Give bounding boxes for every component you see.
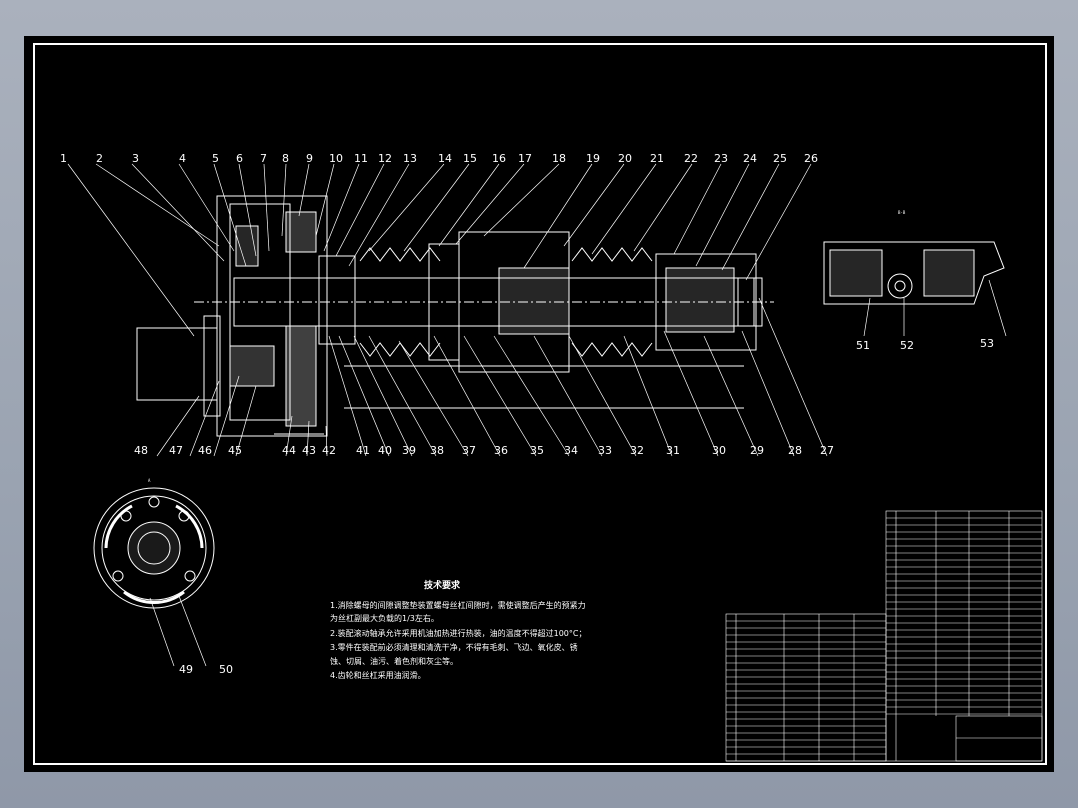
svg-text:6: 6 (236, 152, 243, 165)
svg-text:25: 25 (773, 152, 787, 165)
svg-text:21: 21 (650, 152, 664, 165)
svg-text:31: 31 (666, 444, 680, 457)
svg-text:52: 52 (900, 339, 914, 352)
svg-text:33: 33 (598, 444, 612, 457)
svg-text:37: 37 (462, 444, 476, 457)
flange-view: A (93, 478, 215, 667)
svg-text:35: 35 (530, 444, 544, 457)
svg-text:17: 17 (518, 152, 532, 165)
svg-text:8: 8 (282, 152, 289, 165)
svg-text:53: 53 (980, 337, 994, 350)
svg-text:3: 3 (132, 152, 139, 165)
section-labels: 51 52 53 (856, 337, 994, 352)
svg-text:44: 44 (282, 444, 296, 457)
svg-text:29: 29 (750, 444, 764, 457)
svg-text:12: 12 (378, 152, 392, 165)
svg-text:32: 32 (630, 444, 644, 457)
svg-text:4.齿轮和丝杠采用油润滑。: 4.齿轮和丝杠采用油润滑。 (330, 670, 426, 680)
svg-text:28: 28 (788, 444, 802, 457)
svg-text:18: 18 (552, 152, 566, 165)
svg-text:2.装配滚动轴承允许采用机油加热进行热装，油的温度不得超过1: 2.装配滚动轴承允许采用机油加热进行热装，油的温度不得超过100°C； (330, 628, 587, 638)
svg-text:A: A (148, 478, 151, 483)
svg-text:为丝杠副最大负载的1/3左右。: 为丝杠副最大负载的1/3左右。 (330, 613, 439, 623)
svg-text:11: 11 (354, 152, 368, 165)
svg-text:19: 19 (586, 152, 600, 165)
svg-text:47: 47 (169, 444, 183, 457)
svg-text:26: 26 (804, 152, 818, 165)
svg-text:30: 30 (712, 444, 726, 457)
svg-text:10: 10 (329, 152, 343, 165)
motor-body (136, 327, 218, 401)
svg-text:46: 46 (198, 444, 212, 457)
svg-text:3.零件在装配前必须清理和清洗干净，不得有毛刺、飞边、氧化皮: 3.零件在装配前必须清理和清洗干净，不得有毛刺、飞边、氧化皮、锈 (330, 642, 578, 652)
svg-text:9: 9 (306, 152, 313, 165)
svg-text:34: 34 (564, 444, 578, 457)
svg-text:1.消除螺母的间隙调整垫装置螺母丝杠间隙时，需使调整后产生的: 1.消除螺母的间隙调整垫装置螺母丝杠间隙时，需使调整后产生的预紧力 (330, 600, 586, 610)
drawing-border (33, 43, 1047, 765)
technical-requirements: 技术要求 1.消除螺母的间隙调整垫装置螺母丝杠间隙时，需使调整后产生的预紧力 为… (330, 579, 587, 680)
svg-text:24: 24 (743, 152, 757, 165)
svg-text:50: 50 (219, 663, 233, 676)
svg-text:5: 5 (212, 152, 219, 165)
section-view-bb: B-B (823, 210, 1007, 337)
svg-text:4: 4 (179, 152, 186, 165)
cad-drawing: 1 2 3 4 5 6 7 8 9 10 11 12 13 14 15 16 1… (33, 43, 1047, 765)
svg-text:技术要求: 技术要求 (424, 579, 461, 591)
svg-text:39: 39 (402, 444, 416, 457)
svg-text:40: 40 (378, 444, 392, 457)
flange-labels: 49 50 (179, 663, 233, 676)
svg-text:41: 41 (356, 444, 370, 457)
leaders-top (67, 163, 812, 337)
svg-text:51: 51 (856, 339, 870, 352)
part-labels-bottom: 48 47 46 45 44 43 42 41 40 39 38 37 36 3… (134, 444, 834, 457)
svg-text:B-B: B-B (898, 210, 906, 215)
svg-text:22: 22 (684, 152, 698, 165)
parts-list-table (725, 510, 1043, 762)
svg-text:15: 15 (463, 152, 477, 165)
svg-text:27: 27 (820, 444, 834, 457)
svg-text:45: 45 (228, 444, 242, 457)
svg-text:49: 49 (179, 663, 193, 676)
svg-text:43: 43 (302, 444, 316, 457)
svg-text:16: 16 (492, 152, 506, 165)
svg-text:48: 48 (134, 444, 148, 457)
svg-text:7: 7 (260, 152, 267, 165)
svg-text:14: 14 (438, 152, 452, 165)
svg-text:38: 38 (430, 444, 444, 457)
svg-text:13: 13 (403, 152, 417, 165)
ballscrew-assembly (136, 195, 774, 437)
leaders-bottom (156, 297, 828, 457)
svg-text:42: 42 (322, 444, 336, 457)
svg-text:23: 23 (714, 152, 728, 165)
svg-text:蚀、切屑、油污、着色剂和灰尘等。: 蚀、切屑、油污、着色剂和灰尘等。 (330, 656, 458, 666)
svg-text:2: 2 (96, 152, 103, 165)
svg-text:20: 20 (618, 152, 632, 165)
svg-text:36: 36 (494, 444, 508, 457)
svg-text:1: 1 (60, 152, 67, 165)
part-labels-top: 1 2 3 4 5 6 7 8 9 10 11 12 13 14 15 16 1… (60, 152, 818, 165)
drawing-sheet: 1 2 3 4 5 6 7 8 9 10 11 12 13 14 15 16 1… (24, 36, 1054, 772)
